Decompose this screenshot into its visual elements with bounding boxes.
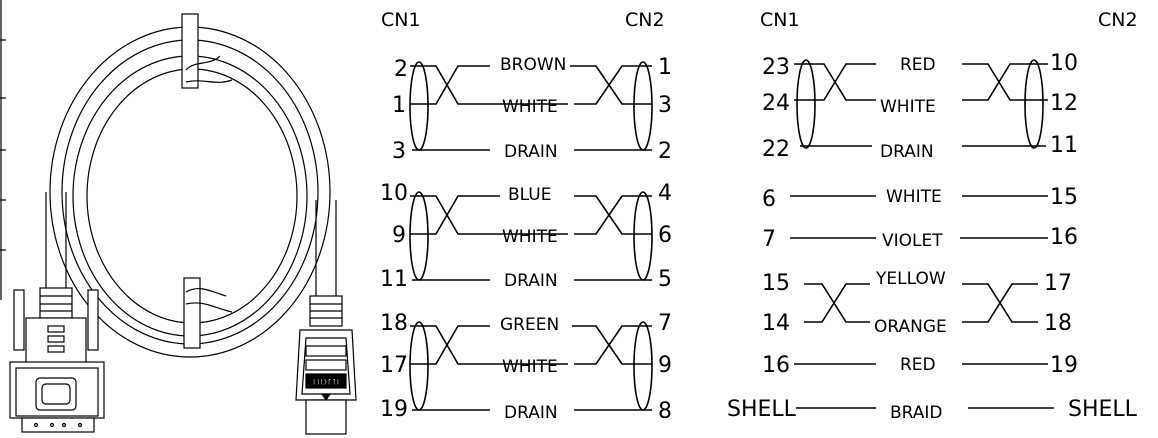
pin-label: 7 [762,227,776,252]
pin-label: 18 [380,311,408,336]
pin-label: 17 [380,353,408,378]
cable-tie-top [181,13,199,89]
wire-label: DRAIN [880,142,934,162]
pin-label: 15 [1050,185,1078,210]
pin-label: 12 [1050,91,1078,116]
pin-label: 7 [658,311,672,336]
wire-label: DRAIN [504,142,558,162]
right-cn2-header: CN2 [1098,9,1138,31]
cable-tie-bottom [183,277,201,349]
pin-label: 1 [658,55,672,80]
right-cn1-header: CN1 [760,9,800,31]
pin-label: 18 [1044,311,1072,336]
pin-label: 16 [1050,225,1078,250]
wire-label: WHITE [880,97,936,117]
wire-label: RED [900,55,936,75]
pin-label: 10 [1050,51,1078,76]
right-shielded-pair: 23 24 22 RED WHITE DRAIN 10 12 11 [762,51,1078,162]
wire-label: RED [900,355,936,375]
pin-label: 2 [394,57,408,82]
left-cn1-header: CN1 [381,9,421,31]
pin-label: 3 [658,93,672,118]
wire-label: WHITE [886,187,942,207]
pin-label: 11 [380,267,408,292]
wire-label: ORANGE [874,317,947,337]
left-wiring-table: CN1 CN2 2 1 3 BROWN WHITE DRAIN 1 3 2 [380,9,672,424]
pin-label: 17 [1044,271,1072,296]
right-wiring-table: CN1 CN2 23 24 22 RED WHITE DRAIN 10 12 1… [727,9,1138,423]
wire-label: DRAIN [504,271,558,291]
pin-label: SHELL [1068,397,1138,422]
right-straight-wires-2: 16 RED 19 SHELL BRAID SHELL [727,353,1138,423]
dvi-connector [9,287,105,433]
right-straight-wires: 6 WHITE 15 7 VIOLET 16 [762,185,1078,252]
right-twisted-pair: 15 YELLOW 17 14 ORANGE 18 [762,269,1072,337]
wire-label: WHITE [502,97,558,117]
hdmi-connector: HDMI [295,295,357,435]
pin-label: 8 [658,399,672,424]
pin-label: 9 [392,223,406,248]
cable-illustration: HDMI [0,0,357,435]
wire-label: GREEN [500,315,559,335]
wire-label: DRAIN [504,403,558,423]
wire-label: BLUE [508,185,551,205]
wire-label: WHITE [502,227,558,247]
pin-label: 5 [658,267,672,292]
wire-label: YELLOW [875,269,946,289]
pin-label: 2 [658,139,672,164]
left-cn2-header: CN2 [625,9,665,31]
pin-label: 14 [762,311,790,336]
hdmi-badge-text: HDMI [312,378,339,388]
left-group-2: 10 9 11 BLUE WHITE DRAIN 4 6 5 [380,181,672,292]
wire-label: BROWN [500,55,566,75]
pin-label: 6 [762,187,776,212]
left-group-1: 2 1 3 BROWN WHITE DRAIN 1 3 2 [392,55,672,164]
pin-label: 24 [762,91,790,116]
wire-label: BRAID [890,403,943,423]
pin-label: SHELL [727,397,797,422]
pin-label: 3 [392,139,406,164]
pin-label: 16 [762,353,790,378]
pin-label: 22 [762,137,790,162]
pin-label: 4 [658,181,672,206]
pin-label: 6 [658,223,672,248]
left-group-3: 18 17 19 GREEN WHITE DRAIN 7 9 8 [380,311,672,424]
pin-label: 15 [762,271,790,296]
wire-label: WHITE [502,357,558,377]
pin-label: 11 [1050,133,1078,158]
pin-label: 19 [380,397,408,422]
pin-label: 10 [380,181,408,206]
pin-label: 19 [1050,353,1078,378]
wire-label: VIOLET [882,231,943,251]
pin-label: 23 [762,55,790,80]
pin-label: 1 [392,93,406,118]
pin-label: 9 [658,353,672,378]
